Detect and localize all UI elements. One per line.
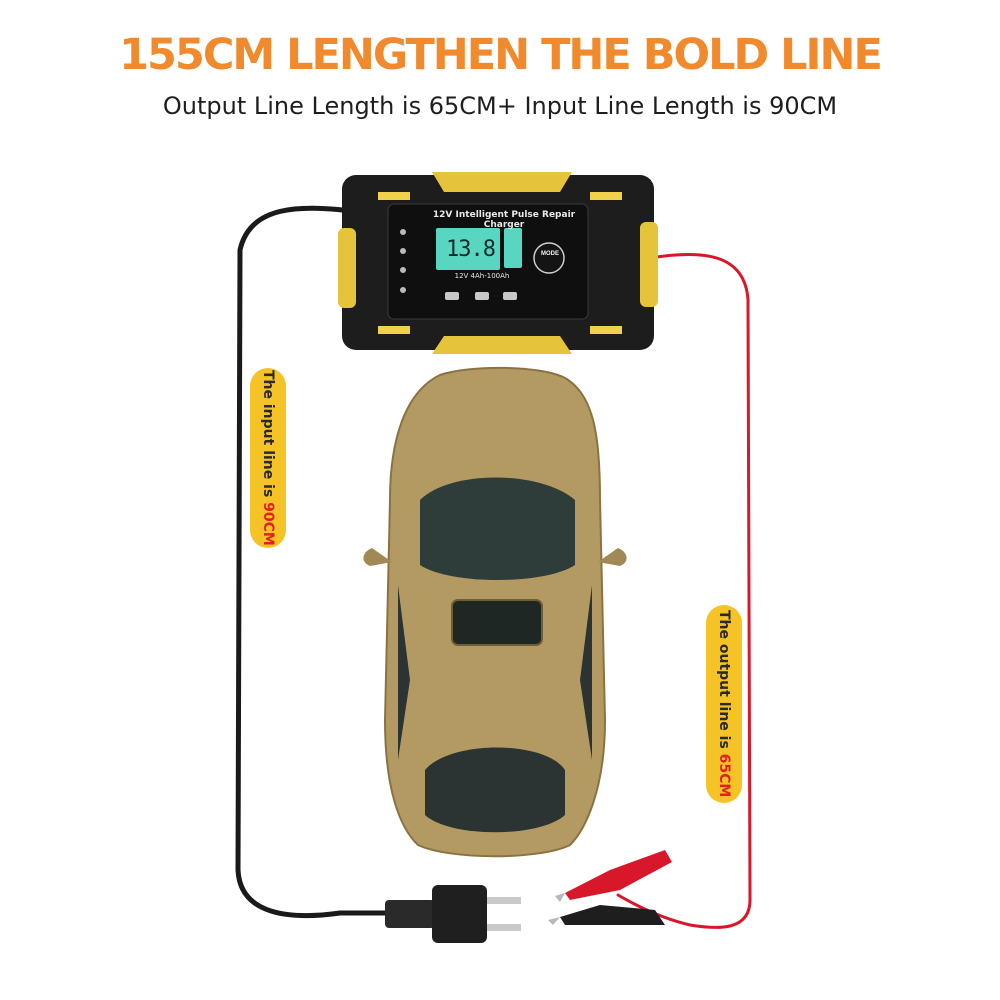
output-line-label: The output line is 65CM — [706, 605, 742, 803]
charger-spec: 12V 4Ah-100Ah — [454, 272, 510, 280]
input-line-label: The input line is 90CM — [250, 368, 286, 548]
charger-display-value: 13.8 — [446, 237, 496, 262]
plug-icon — [385, 885, 521, 943]
clamp-icon — [548, 850, 672, 925]
output-line-prefix: The output line is — [716, 610, 732, 754]
output-cable — [616, 252, 752, 929]
car-image — [363, 366, 627, 858]
output-line-length: 65CM — [716, 753, 732, 798]
charger-mode-label: MODE — [541, 251, 559, 257]
charger-device — [338, 172, 658, 354]
headline: 155CM LENGTHEN THE BOLD LINE — [119, 30, 883, 80]
input-line-length: 90CM — [260, 502, 276, 546]
charger-panel-title: 12V Intelligent Pulse Repair Charger — [432, 210, 576, 230]
input-cable — [235, 205, 395, 919]
subtitle: Output Line Length is 65CM+ Input Line L… — [162, 92, 838, 120]
input-line-prefix: The input line is — [260, 370, 276, 503]
